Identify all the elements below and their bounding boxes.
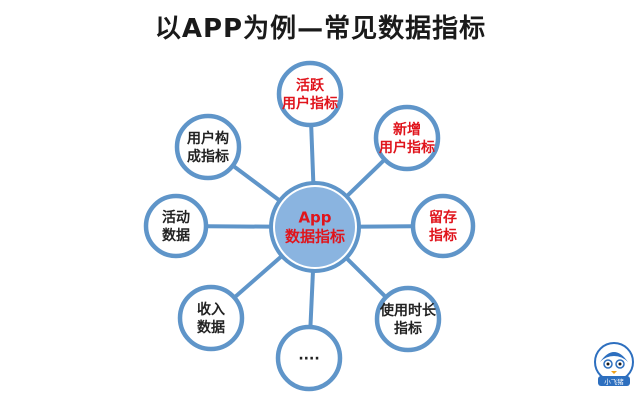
node-circle bbox=[174, 113, 242, 181]
node-circle bbox=[373, 104, 441, 172]
node-label-line: 数据 bbox=[162, 227, 190, 244]
node-circle bbox=[177, 284, 245, 352]
node-label-line: 活跃 bbox=[296, 77, 325, 94]
node-label-line: ···· bbox=[298, 351, 319, 367]
node-label-line: 用户指标 bbox=[282, 95, 338, 112]
logo-label: 小飞猪 bbox=[604, 377, 624, 386]
page-title: 以APP为例—常见数据指标 bbox=[154, 14, 487, 44]
node-label-line: 收入 bbox=[197, 301, 225, 318]
node-label-line: 用户指标 bbox=[379, 139, 435, 156]
node-label-line: 指标 bbox=[429, 227, 457, 244]
nodes-group: 活跃用户指标新增用户指标留存指标使用时长指标····收入数据活动数据用户构成指标… bbox=[143, 60, 476, 392]
node-circle bbox=[276, 60, 344, 128]
node-more: ···· bbox=[275, 324, 343, 392]
center-circle bbox=[275, 187, 355, 267]
node-label-line: 使用时长 bbox=[379, 302, 437, 319]
node-label-line: 新增 bbox=[393, 121, 421, 138]
node-label-line: 数据指标 bbox=[285, 228, 345, 246]
node-label-line: 数据 bbox=[197, 319, 225, 336]
node-label-line: App bbox=[298, 209, 331, 227]
node-circle bbox=[143, 193, 209, 259]
node-label-line: 活动 bbox=[162, 209, 190, 226]
node-label-line: 指标 bbox=[394, 320, 422, 337]
node-circle bbox=[374, 285, 442, 353]
node-circle bbox=[410, 193, 476, 259]
bird-mascot-icon: 小飞猪 bbox=[594, 342, 634, 386]
node-label-line: 留存 bbox=[429, 209, 457, 226]
node-label-line: 用户构 bbox=[187, 130, 229, 147]
node-circle bbox=[275, 324, 343, 392]
node-label-line: 成指标 bbox=[187, 148, 229, 165]
